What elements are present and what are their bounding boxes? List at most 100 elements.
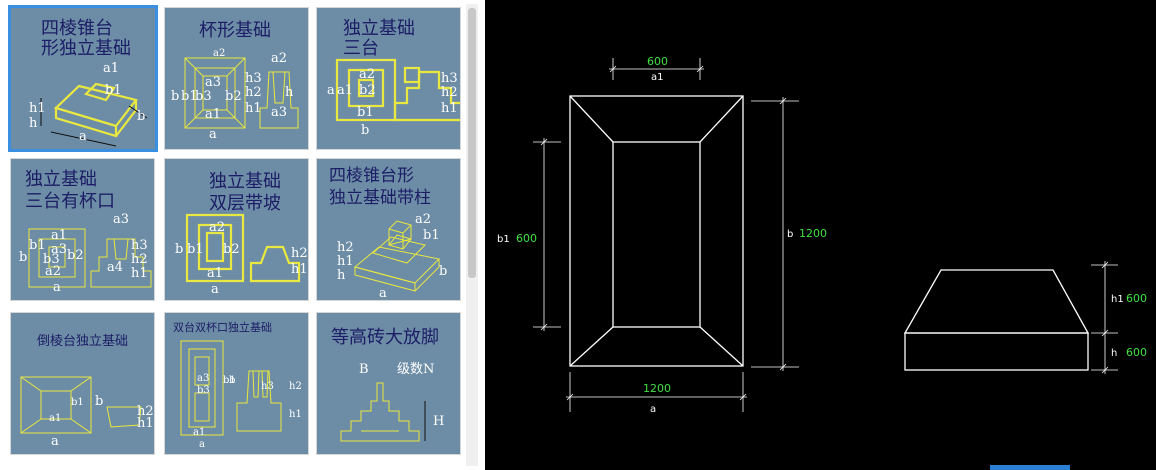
label-h2: h2 [441, 85, 458, 100]
label-h2: h2 [291, 246, 308, 261]
label-a2: a2 [209, 220, 225, 235]
tile-title-line: 等高砖大放脚 [331, 327, 439, 348]
label-h1: h1 [291, 262, 308, 277]
label-a1: a1 [205, 107, 221, 122]
tile-title-line: 三台 [343, 38, 379, 59]
label-b1: b1 [357, 105, 374, 120]
label-b: b [175, 242, 183, 257]
label-a2: a2 [213, 48, 225, 59]
scrollbar-thumb[interactable] [468, 8, 476, 278]
dim-h-value: 600 [1126, 346, 1147, 359]
label-a1: a1 [207, 266, 223, 281]
tile-title-line: 双台双杯口独立基础 [173, 320, 272, 334]
label-h2: h2 [245, 85, 262, 100]
tile-four-pyramid-foundation[interactable]: 四棱锥台 形独立基础 a1 b1 h1 h a b [8, 5, 158, 152]
label-a2: a2 [359, 67, 375, 82]
cad-preview-canvas: 600 a1 b1 600 b 1200 1200 a [485, 0, 1156, 470]
label-h1: h1 [289, 409, 302, 420]
label-a: a [211, 282, 219, 297]
plan-outer-rect [569, 95, 744, 367]
label-b3: b3 [197, 385, 210, 396]
label-b: b [137, 109, 145, 124]
label-a: a [327, 83, 335, 98]
dim-b1-name: b1 [497, 234, 510, 245]
label-b: b [19, 250, 27, 265]
tile-equal-height-brick-footing[interactable]: 等高砖大放脚 B 级数N H [316, 312, 461, 455]
label-a4: a4 [107, 260, 123, 275]
tile-inverted-frustum-foundation[interactable]: 倒棱台独立基础 b1 a1 a b h2 h1 [10, 312, 155, 455]
label-a2: a2 [415, 212, 431, 227]
label-steps-N: 级数N [397, 362, 434, 377]
label-h2: h2 [131, 252, 148, 267]
label-h3: h3 [131, 238, 148, 253]
tile-title-line: 三台有杯口 [25, 191, 115, 212]
label-h: h [337, 268, 346, 283]
three-step-diagram: 独立基础 三台 a2 b2 a1 a b1 b h3 h2 h1 [327, 18, 460, 138]
dim-h1-name: h1 [1111, 294, 1124, 305]
tile-title-line: 双层带坡 [209, 193, 281, 214]
tile-title-line: 独立基础 [25, 169, 97, 190]
label-h3: h3 [261, 381, 274, 392]
label-a: a [199, 439, 205, 450]
label-h1: h1 [441, 101, 458, 116]
label-h2: h2 [337, 240, 354, 255]
template-gallery: 四棱锥台 形独立基础 a1 b1 h1 h a b 杯形基础 [0, 0, 480, 470]
dim-b-value: 1200 [799, 227, 827, 240]
label-h: h [285, 85, 294, 100]
label-H: H [433, 414, 444, 429]
tile-cup-foundation[interactable]: 杯形基础 a2 a3 b3 b2 b b1 h3 h2 h1 h a1 a a3… [164, 7, 309, 150]
tile-pyramid-foundation-with-column[interactable]: 四棱锥台形 独立基础带柱 a2 b1 h2 h1 h b a [316, 158, 461, 301]
label-a2-section: a2 [271, 51, 287, 66]
tile-three-step-cup-foundation[interactable]: 独立基础 三台有杯口 a3 a1 b1 a3 b3 b2 a2 b a h3 h… [10, 158, 155, 301]
tile-title-line: 倒棱台独立基础 [37, 333, 128, 349]
label-h1: h1 [29, 101, 46, 116]
label-a3: a3 [51, 242, 67, 257]
double-layer-slope-diagram: 独立基础 双层带坡 a2 b1 b2 a1 b a h2 h1 [175, 171, 308, 297]
label-h2: h2 [289, 381, 302, 392]
label-b1: b1 [181, 89, 198, 104]
brick-footing-diagram: 等高砖大放脚 B 级数N H [331, 327, 444, 442]
tile-title-line: 独立基础 [209, 171, 281, 192]
tile-title-line: 四棱锥台 [41, 18, 113, 39]
label-b3: b3 [195, 89, 212, 104]
label-a3: a3 [205, 75, 221, 90]
label-b: b [171, 89, 179, 104]
tile-three-step-foundation[interactable]: 独立基础 三台 a2 b2 a1 a b1 b h3 h2 h1 [316, 7, 461, 150]
bottom-action-button[interactable] [990, 465, 1070, 470]
label-a: a [51, 434, 59, 449]
gallery-scrollbar[interactable] [466, 4, 478, 466]
tile-double-layer-slope-foundation[interactable]: 独立基础 双层带坡 a2 b1 b2 a1 b a h2 h1 [164, 158, 309, 301]
label-a3: a3 [197, 373, 209, 384]
label-h1: h1 [337, 254, 354, 269]
label-b2: b2 [359, 83, 376, 98]
label-a1: a1 [193, 427, 205, 438]
dim-a1-value: 600 [647, 55, 668, 68]
label-a: a [209, 127, 217, 142]
tile-title-line: 形独立基础 [41, 38, 131, 59]
label-a1: a1 [51, 228, 67, 243]
dim-a-value: 1200 [643, 382, 671, 395]
tile-title-line: 杯形基础 [199, 20, 271, 41]
label-h3: h3 [245, 71, 262, 86]
dim-h-name: h [1111, 348, 1117, 359]
tile-title-line: 独立基础带柱 [329, 188, 431, 208]
pyramid-with-column-diagram: 四棱锥台形 独立基础带柱 a2 b1 h2 h1 h b a [329, 166, 447, 300]
dim-a1-name: a1 [651, 72, 664, 83]
label-h1: h1 [131, 266, 148, 281]
label-h3: h3 [441, 71, 458, 86]
plan-inner-rect [612, 141, 701, 328]
dim-h1-value: 600 [1126, 292, 1147, 305]
three-step-cup-diagram: 独立基础 三台有杯口 a3 a1 b1 a3 b3 b2 a2 b a h3 h… [19, 169, 152, 295]
dim-a-name: a [650, 404, 656, 415]
pyramid-foundation-diagram: 四棱锥台 形独立基础 a1 b1 h1 h a b [29, 18, 148, 147]
label-b2: b2 [223, 242, 240, 257]
tile-title-line: 四棱锥台形 [329, 166, 414, 186]
inverted-frustum-diagram: 倒棱台独立基础 b1 a1 a b h2 h1 [20, 333, 154, 449]
section-base [904, 332, 1089, 371]
label-a1: a1 [337, 83, 353, 98]
tile-double-step-double-cup-foundation[interactable]: 双台双杯口独立基础 a3 b3 a1 a b1 b h3 h2 h1 [164, 312, 309, 455]
section-slope [903, 269, 1090, 334]
double-cup-diagram: 双台双杯口独立基础 a3 b3 a1 a b1 b h3 h2 h1 [173, 320, 302, 450]
dim-b1-value: 600 [516, 232, 537, 245]
label-b1: b1 [105, 83, 122, 98]
